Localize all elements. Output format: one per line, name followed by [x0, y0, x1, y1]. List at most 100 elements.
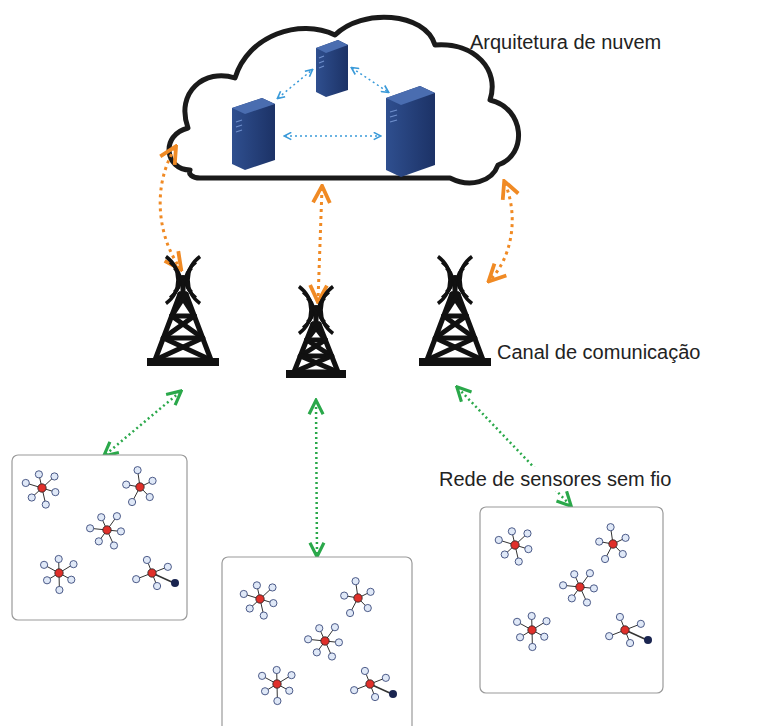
sensor-node	[331, 624, 338, 631]
sensor-node	[246, 605, 253, 612]
sensor-node	[616, 613, 623, 620]
tower-stroke	[163, 316, 194, 338]
sensor-cluster	[86, 513, 124, 549]
sensor-node	[515, 558, 522, 565]
antenna-towers	[147, 257, 491, 378]
cloud-outline	[169, 17, 519, 183]
sensor-clusters	[22, 467, 652, 705]
sensor-node	[133, 576, 140, 583]
sensor-node	[601, 555, 608, 562]
cluster-head	[366, 680, 374, 688]
sensor-node	[559, 582, 566, 589]
sensor-node	[364, 604, 371, 611]
sensor-node	[22, 479, 29, 486]
sensor-node	[274, 697, 281, 704]
sink-node	[389, 690, 397, 698]
radio-wave	[188, 257, 200, 304]
sensor-node	[508, 528, 515, 535]
sensor-cluster	[240, 582, 277, 619]
sensor-node	[607, 524, 614, 531]
antenna-tower	[286, 287, 346, 378]
sensor-node	[258, 672, 265, 679]
sensor-node	[35, 471, 42, 478]
cluster-head	[136, 483, 144, 491]
sensor-node	[51, 473, 58, 480]
radio-wave	[321, 287, 333, 334]
sensor-node	[40, 561, 47, 568]
sensor-node	[164, 563, 171, 570]
sensor-node	[528, 612, 535, 619]
tower-base	[419, 358, 491, 366]
tower-stroke	[435, 338, 483, 360]
sensor-cluster	[22, 471, 59, 508]
sensor-cluster	[123, 467, 157, 506]
sensor-cluster	[304, 624, 342, 660]
sensor-cluster	[258, 666, 295, 704]
sensor-node	[524, 530, 531, 537]
sensor-node	[260, 612, 267, 619]
sensor-node	[55, 555, 62, 562]
tower-stroke	[427, 338, 475, 360]
sensor-node	[153, 582, 160, 589]
sensor-node	[286, 687, 293, 694]
cluster-head	[38, 484, 46, 492]
sensor-node	[637, 620, 644, 627]
cluster-head	[354, 594, 362, 602]
sensor-node	[371, 693, 378, 700]
sensor-node	[529, 643, 536, 650]
sensor-node	[541, 633, 548, 640]
sensor-node	[313, 649, 320, 656]
sensor-node	[253, 582, 260, 589]
cluster-head	[148, 569, 156, 577]
tower-base	[147, 358, 219, 366]
caption-label: Canal de comunicação	[497, 340, 700, 364]
sensor-node	[86, 525, 93, 532]
cluster-head	[321, 637, 329, 645]
sensor-cluster	[351, 667, 397, 700]
sensor-node	[586, 570, 593, 577]
sensor-node	[110, 542, 117, 549]
sensor-node	[361, 667, 368, 674]
radio-wave	[299, 287, 311, 334]
sensor-node	[335, 639, 342, 646]
sensor-node	[606, 633, 613, 640]
sensor-node	[70, 561, 77, 568]
sink-node	[644, 636, 652, 644]
sensor-node	[128, 498, 135, 505]
caption-label: Arquitetura de nuvem	[470, 30, 661, 54]
cluster-head	[273, 680, 281, 688]
sensor-node	[288, 672, 295, 679]
sensor-node	[68, 576, 75, 583]
sink-node	[171, 579, 179, 587]
sensor-node	[596, 538, 603, 545]
cluster-head	[103, 526, 111, 534]
sensor-node	[495, 536, 502, 543]
sensor-node	[346, 609, 353, 616]
sensor-cluster	[133, 556, 179, 589]
sensor-node	[525, 546, 532, 553]
sensor-cluster	[40, 555, 77, 593]
sensor-node	[146, 493, 153, 500]
sensor-node	[270, 600, 277, 607]
sensor-node	[516, 634, 523, 641]
caption-label: Rede de sensores sem fio	[437, 467, 673, 491]
sensor-node	[571, 571, 578, 578]
sensor-node	[352, 578, 359, 585]
radio-wave	[438, 257, 450, 304]
tower-stroke	[155, 338, 203, 360]
tower-base	[286, 370, 346, 378]
cluster-head	[528, 626, 536, 634]
sensor-network-boxes	[12, 455, 663, 726]
sensor-node	[113, 513, 120, 520]
sensor-node	[626, 639, 633, 646]
sensor-node	[619, 550, 626, 557]
sensor-node	[367, 588, 374, 595]
tower-stroke	[163, 338, 211, 360]
sensor-node	[328, 653, 335, 660]
sensor-node	[273, 666, 280, 673]
tower-stroke	[435, 316, 466, 338]
sensor-cluster	[559, 570, 597, 606]
sensor-node	[240, 590, 247, 597]
sensor-cluster	[341, 578, 375, 617]
sensor-cluster	[495, 528, 532, 565]
